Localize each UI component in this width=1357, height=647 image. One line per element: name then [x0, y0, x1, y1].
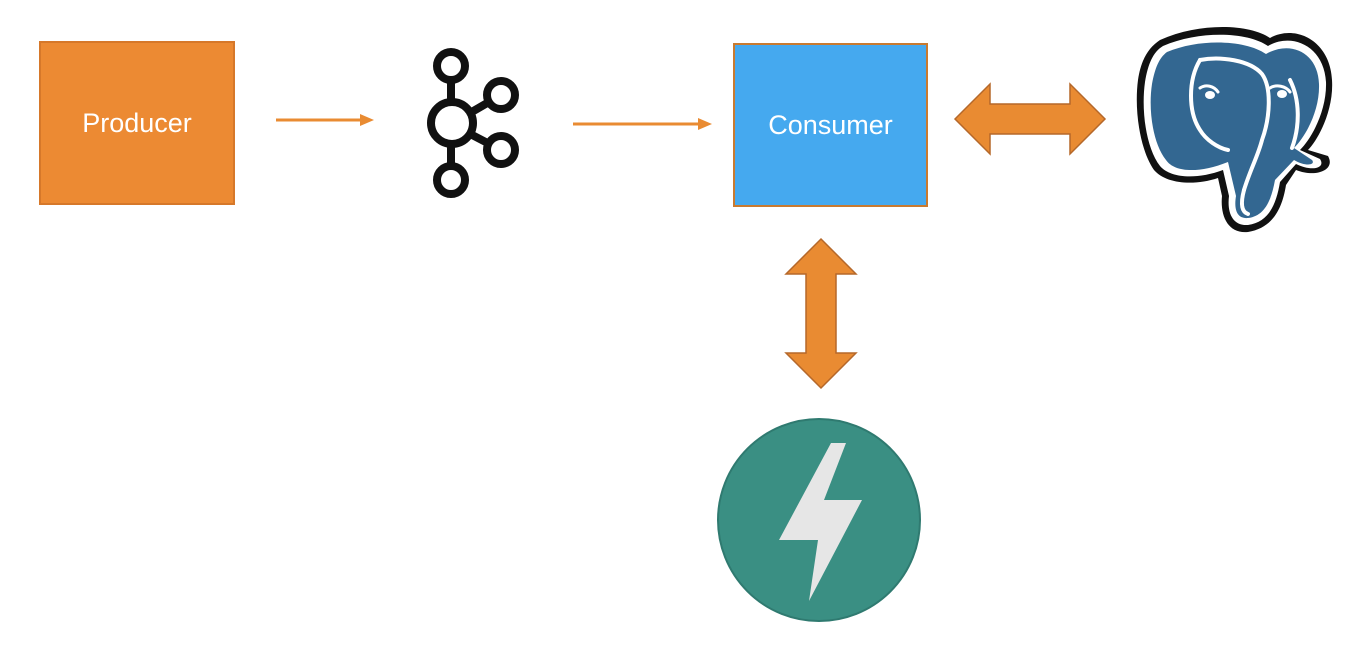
fastapi-lightning-icon [717, 418, 921, 622]
postgresql-elephant-icon [1136, 27, 1333, 233]
consumer-label: Consumer [768, 109, 893, 140]
kafka-logo-icon [427, 48, 519, 198]
arrow-consumer-api [784, 237, 858, 390]
arrow-consumer-database [953, 82, 1107, 156]
producer-label: Producer [82, 107, 192, 138]
producer-node: Producer [39, 41, 235, 205]
arrow-producer-to-broker [276, 114, 374, 126]
consumer-node: Consumer [733, 43, 928, 207]
arrow-broker-to-consumer [573, 118, 712, 130]
